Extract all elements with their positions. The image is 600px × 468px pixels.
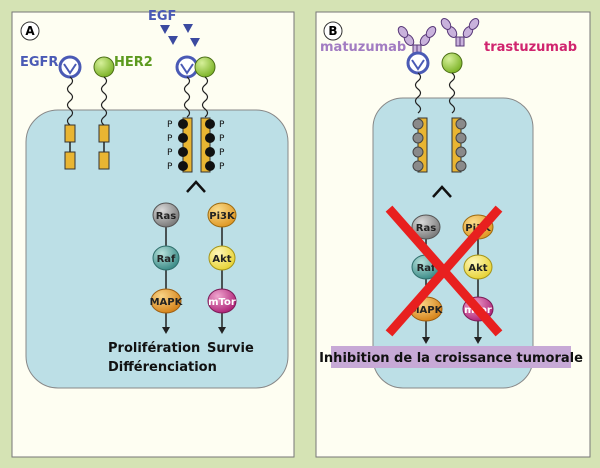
outcome-proliferation: Prolifération <box>108 341 200 356</box>
egfr-receptor-blocked <box>406 51 430 173</box>
panel-b: B matuzumab trastuzumab <box>315 11 591 458</box>
phospho-label: P <box>219 120 225 130</box>
egf-label: EGF <box>148 9 176 24</box>
mtor-node <box>207 288 237 314</box>
phospho-label: P <box>219 162 225 172</box>
phospho-label: P <box>167 120 173 130</box>
inhibition-cross-icon <box>385 205 503 337</box>
egf-ligand-icon <box>160 24 200 47</box>
outcome-differentiation: Différenciation <box>108 360 217 375</box>
matuzumab-antibody-icon <box>397 26 437 54</box>
outcome-survival: Survie <box>207 341 254 356</box>
ras-node <box>152 202 180 228</box>
pi3k-node <box>207 202 237 228</box>
result-text: Inhibition de la croissance tumorale <box>319 351 583 366</box>
panel-a-letter: A <box>25 24 35 38</box>
trastuzumab-label: trastuzumab <box>484 40 577 55</box>
mapk-label: MAPK <box>410 305 444 316</box>
egfr-receptor <box>58 55 82 170</box>
mtor-label: mTor <box>208 297 236 308</box>
panel-a-letter-badge <box>20 21 40 41</box>
phospho-label: P <box>167 148 173 158</box>
result-banner <box>331 346 571 368</box>
pi3k-label: Pi3K <box>209 211 236 222</box>
activated-dimer: P P P P P P P P <box>167 55 225 173</box>
phospho-label: P <box>167 134 173 144</box>
phospho-label: P <box>167 162 173 172</box>
akt-node <box>208 245 236 271</box>
akt-label: Akt <box>468 263 487 274</box>
panel-b-letter-badge <box>323 21 343 41</box>
mapk-label: MAPK <box>150 297 184 308</box>
her2-label: HER2 <box>114 55 153 70</box>
ras-node <box>411 214 441 240</box>
activation-caret-icon <box>186 180 206 193</box>
phospho-label: P <box>219 134 225 144</box>
pathway-a: Ras Raf MAPK Pi3K Akt mTor <box>150 202 237 334</box>
her2-receptor <box>93 56 115 170</box>
panel-b-letter: B <box>328 24 337 38</box>
akt-node <box>463 254 493 280</box>
raf-node <box>152 245 180 271</box>
activation-caret-icon <box>432 185 452 198</box>
mapk-node <box>150 288 182 314</box>
raf-label: Raf <box>157 254 176 265</box>
egfr-label: EGFR <box>20 55 58 70</box>
ras-label: Ras <box>156 211 176 222</box>
phospho-label: P <box>219 148 225 158</box>
her2-receptor-blocked <box>441 52 467 173</box>
matuzumab-label: matuzumab <box>320 40 406 55</box>
panel-a: A EGFR HER2 EGF <box>11 9 295 458</box>
raf-label: Raf <box>417 263 436 274</box>
trastuzumab-antibody-icon <box>440 18 480 47</box>
ras-label: Ras <box>416 223 436 234</box>
akt-label: Akt <box>212 254 231 265</box>
